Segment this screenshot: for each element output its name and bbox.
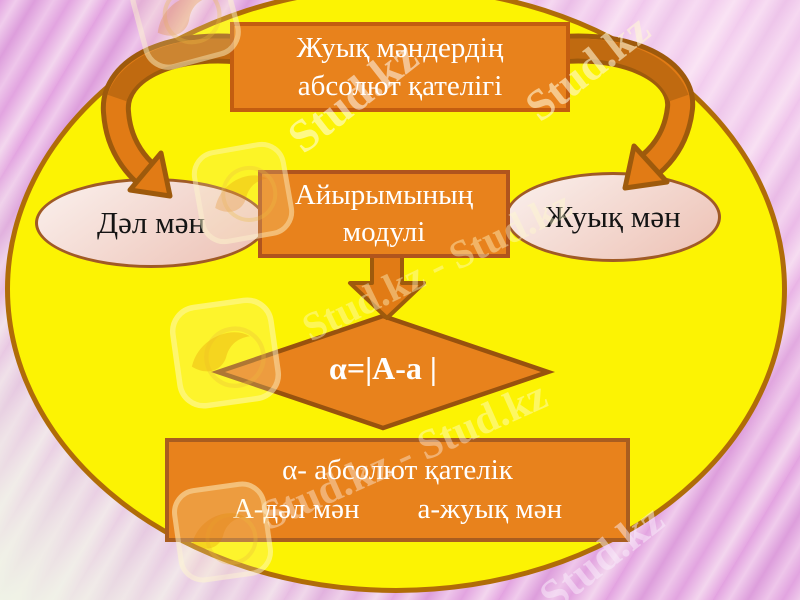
title-line1: Жуық мәндердің	[296, 32, 504, 64]
right-arrow-head	[622, 143, 670, 191]
modulus-line1: Айырымының	[294, 179, 474, 211]
title-line2: абсолют қателігі	[297, 70, 503, 102]
definition-exact: А-дәл мән	[232, 493, 360, 525]
definition-box: α- абсолют қателік А-дәл мән а-жуық мән	[165, 438, 630, 542]
formula-label: α=|A-a |	[329, 350, 437, 386]
modulus-line2: модулі	[342, 216, 426, 248]
down-arrow	[348, 248, 426, 320]
title-box: Жуық мәндердің абсолют қателігі	[230, 22, 570, 112]
left-arrow-head	[127, 150, 173, 199]
exact-value-label: Дәл мән	[96, 205, 206, 240]
definition-line2: А-дәл мән а-жуық мән	[233, 490, 562, 529]
approx-value-label: Жуық мән	[545, 199, 681, 234]
definition-line1: α- абсолют қателік	[282, 454, 513, 486]
modulus-box: Айырымының модулі	[258, 170, 510, 258]
definition-approx: а-жуық мән	[417, 493, 563, 525]
